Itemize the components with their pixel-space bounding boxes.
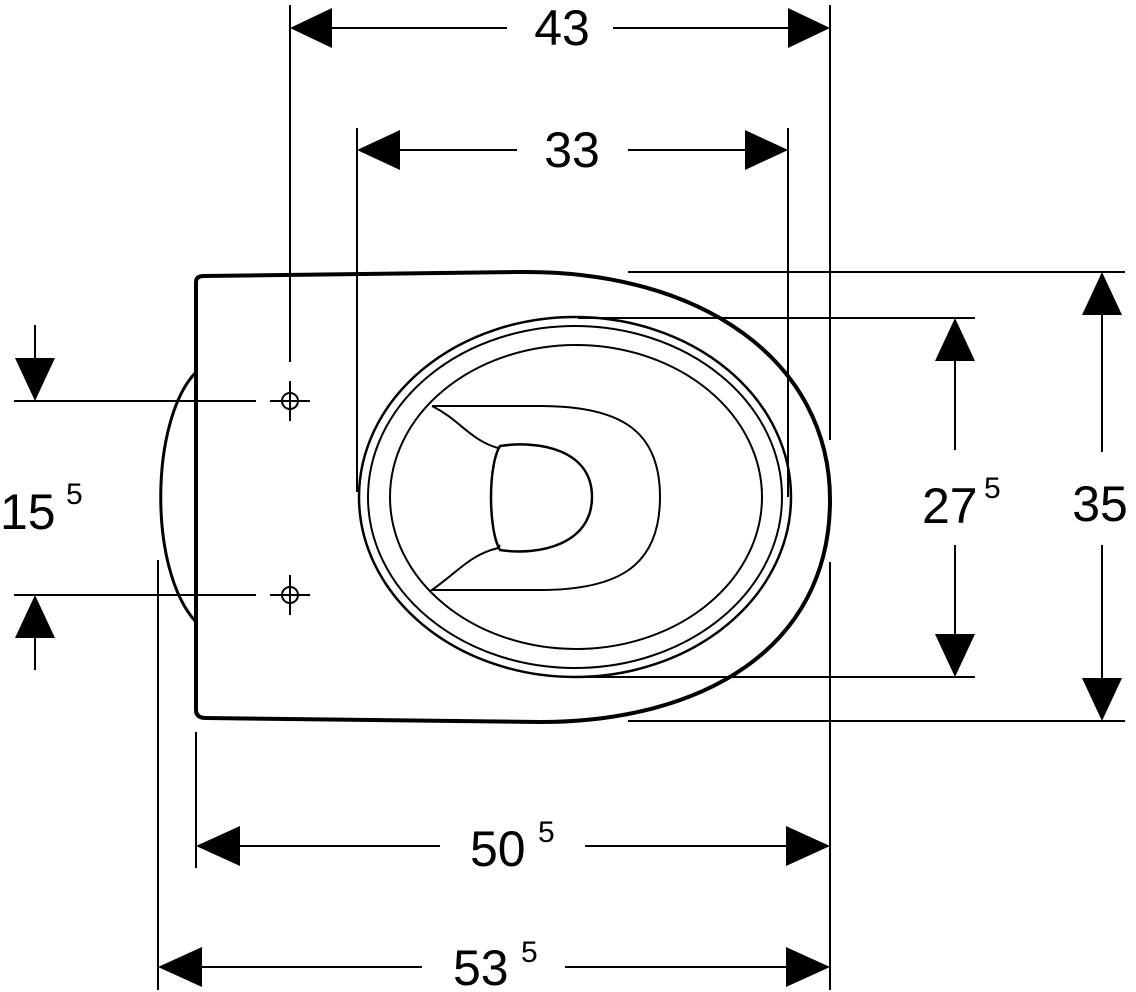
dim-label-50-5-sup: 5 (538, 816, 555, 849)
dim-53-5-sup: 5 (521, 936, 538, 969)
dim-35-main: 35 (1072, 476, 1128, 532)
extension-lines (14, 5, 1125, 990)
dim-label-35: 35 (1072, 476, 1128, 532)
dim-label-15-5-sup: 5 (66, 478, 83, 511)
dim-label-27-5-sup: 5 (984, 472, 1001, 505)
dim-27-5-sup: 5 (984, 472, 1001, 505)
drain-opening (489, 443, 594, 553)
body-outline (194, 269, 833, 725)
flush-channel-top (431, 405, 499, 449)
toilet-body (159, 269, 833, 725)
dim-15-5-main: 15 (0, 484, 56, 540)
dim-33-main: 33 (544, 122, 600, 178)
dim-label-53-5: 53 (453, 940, 509, 992)
bowl-rim-middle (367, 325, 783, 669)
flush-channel (428, 405, 662, 591)
dim-label-15-5: 15 (0, 484, 56, 540)
dim-label-27-5: 27 (922, 478, 978, 534)
dim-53-5-main: 53 (453, 940, 509, 992)
bowl-rim-outer (357, 315, 793, 679)
dim-label-53-5-sup: 5 (521, 936, 538, 969)
dim-50-5-sup: 5 (538, 816, 555, 849)
dim-label-50-5: 50 (470, 821, 526, 877)
mounting-hole-bottom (270, 575, 310, 615)
dim-label-33: 33 (544, 122, 600, 178)
dim-27-5-main: 27 (922, 478, 978, 534)
mounting-hole-top (270, 381, 310, 421)
dim-43-main: 43 (534, 0, 590, 56)
mounting-holes (270, 381, 310, 615)
dim-label-43: 43 (534, 0, 590, 56)
dimension-lines (15, 8, 1122, 987)
bowl-rim-inner (389, 344, 763, 650)
bowl (357, 315, 793, 679)
dim-50-5-main: 50 (470, 821, 526, 877)
dim-15-5-sup: 5 (66, 478, 83, 511)
rear-wall-plate (159, 370, 198, 624)
